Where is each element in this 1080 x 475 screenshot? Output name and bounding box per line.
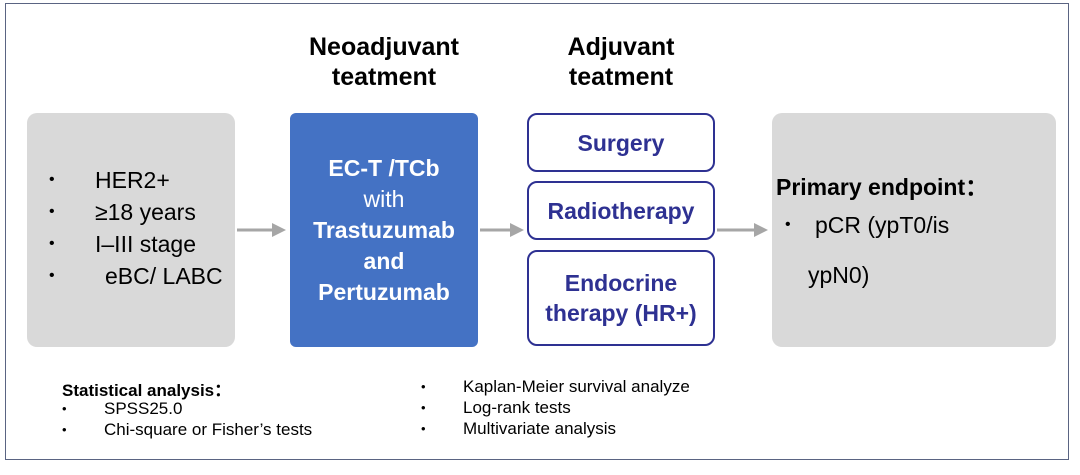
criteria-text: I–III stage [95, 231, 197, 257]
inclusion-criteria-box: • HER2+ • ≥18 years • I–III stage • eBC/ LAB… [27, 113, 235, 347]
criteria-item: • HER2+ [49, 164, 223, 196]
bullet-icon: • [421, 421, 426, 436]
radiotherapy-box: Radiotherapy [527, 181, 715, 240]
radiotherapy-label: Radiotherapy [547, 197, 695, 224]
statistics-item: • Multivariate analysis [421, 418, 690, 439]
statistics-item: • Log-rank tests [421, 397, 690, 418]
criteria-item: • I–III stage [49, 228, 223, 260]
trastuzumab-label: Trastuzumab [313, 216, 455, 243]
with-label: with [363, 185, 405, 212]
statistics-list-right: • Kaplan-Meier survival analyze • Log-rank… [421, 376, 690, 439]
regimen-label: EC-T /TCb [328, 154, 440, 181]
bullet-icon: • [49, 235, 55, 252]
statistics-text: Log-rank tests [463, 398, 571, 417]
neoadjuvant-heading-line2: teatment [331, 63, 437, 91]
primary-endpoint-box [772, 113, 1056, 347]
arrow-criteria-to-neoadjuvant [237, 223, 286, 237]
criteria-text: HER2+ [95, 167, 170, 193]
bullet-icon: • [421, 400, 426, 415]
neoadjuvant-treatment-box: EC-T /TCb with Trastuzumab and Pertuzuma… [290, 113, 478, 347]
inclusion-criteria-list: • HER2+ • ≥18 years • I–III stage • eBC/ LAB… [49, 164, 223, 292]
statistics-text: Multivariate analysis [463, 419, 617, 438]
bullet-icon: • [49, 267, 55, 284]
arrow-adjuvant-to-endpoint [717, 223, 768, 237]
bullet-icon: • [421, 379, 426, 394]
bullet-icon: • [49, 203, 55, 220]
arrow-neoadjuvant-to-adjuvant [480, 223, 524, 237]
and-label: and [363, 247, 405, 274]
pertuzumab-label: Pertuzumab [318, 278, 450, 305]
primary-endpoint-list: • pCR (ypT0/is ypN0) [785, 204, 950, 296]
primary-endpoint-title: Primary endpoint： [776, 174, 989, 200]
statistical-analysis-title: Statistical analysis： [62, 381, 232, 400]
endpoint-text-line1: pCR (ypT0/is [815, 212, 950, 238]
criteria-text: eBC/ LABC [105, 263, 223, 289]
adjuvant-heading-line2: teatment [568, 63, 674, 91]
endpoint-item-continued: ypN0) [808, 254, 949, 296]
neoadjuvant-heading: Neoadjuvant teatment [284, 32, 484, 92]
endpoint-text-line2: ypN0) [808, 262, 870, 288]
criteria-text: ≥18 years [95, 199, 196, 225]
criteria-item: • ≥18 years [49, 196, 223, 228]
surgery-label: Surgery [577, 129, 665, 156]
statistics-item: • Chi-square or Fisher’s tests [62, 419, 313, 440]
endpoint-item: • pCR (ypT0/is [785, 204, 950, 246]
surgery-box: Surgery [527, 113, 715, 172]
endocrine-label-line1: Endocrine [564, 270, 678, 296]
bullet-icon: • [62, 422, 67, 437]
endocrine-therapy-box: Endocrine therapy (HR+) [527, 250, 715, 346]
bullet-icon: • [785, 216, 791, 233]
statistics-text: SPSS25.0 [104, 399, 183, 418]
statistics-text: Chi-square or Fisher’s tests [104, 420, 313, 439]
statistics-item: • SPSS25.0 [62, 398, 312, 419]
statistics-text: Kaplan-Meier survival analyze [463, 377, 690, 396]
adjuvant-heading-line1: Adjuvant [567, 33, 675, 61]
adjuvant-heading: Adjuvant teatment [521, 32, 721, 92]
endocrine-label-line2: therapy (HR+) [545, 300, 697, 326]
statistics-list-left: • SPSS25.0 • Chi-square or Fisher’s tests [62, 398, 313, 440]
diagram-frame [5, 3, 1069, 460]
bullet-icon: • [62, 401, 67, 416]
bullet-icon: • [49, 171, 55, 188]
criteria-item: • eBC/ LABC [49, 260, 223, 292]
statistics-item: • Kaplan-Meier survival analyze [421, 376, 690, 397]
neoadjuvant-heading-line1: Neoadjuvant [308, 33, 460, 61]
